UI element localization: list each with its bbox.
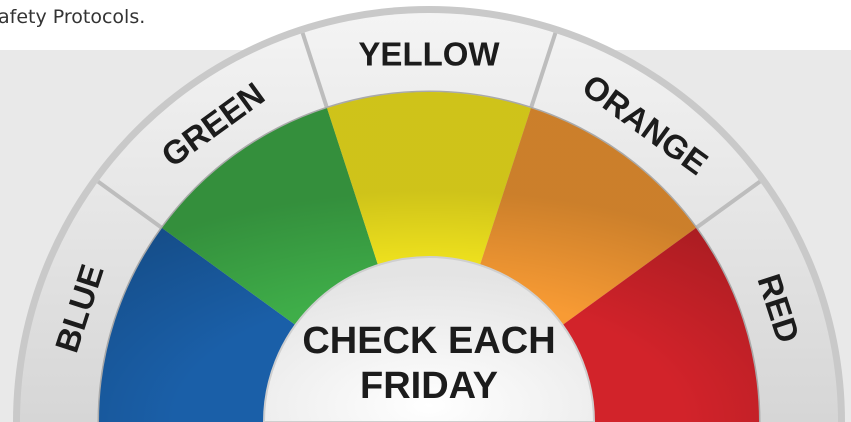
center-text-line2: FRIDAY — [360, 365, 498, 407]
rim-label-yellow: YELLOW — [358, 36, 500, 73]
center-text-line1: CHECK EACH — [302, 320, 555, 362]
